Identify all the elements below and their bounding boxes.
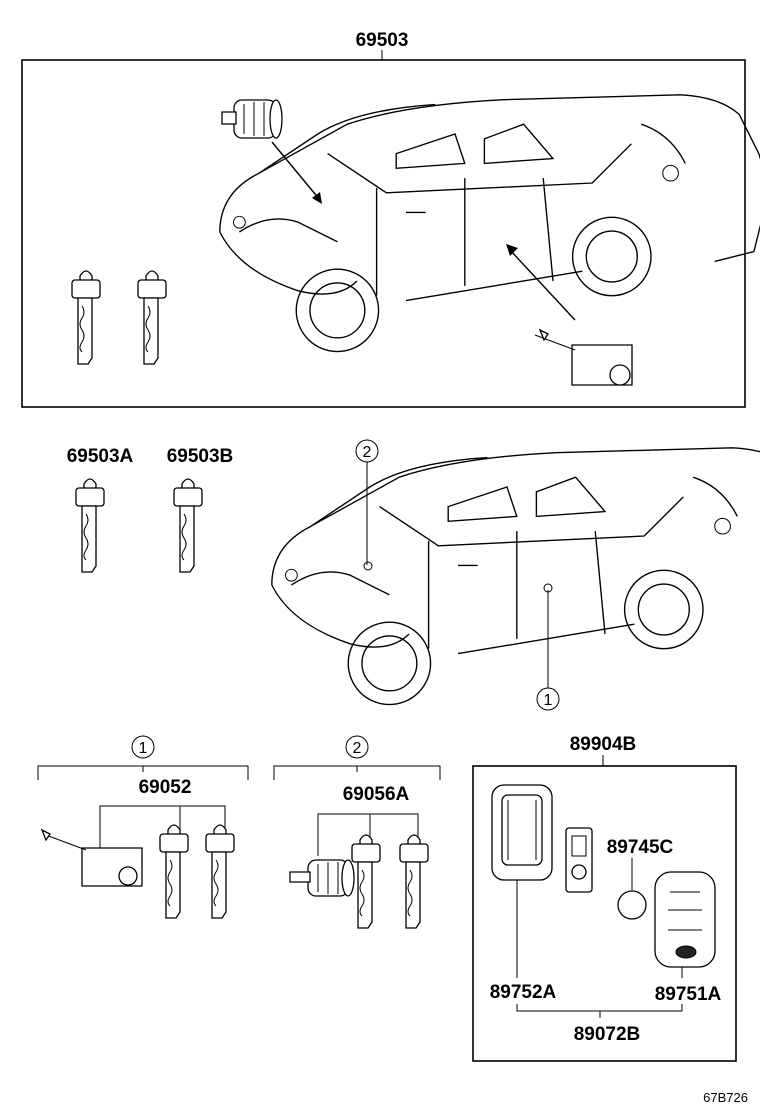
set1-door-cylinder: [40, 828, 143, 887]
callout-2-top-text: 2: [363, 444, 372, 461]
top-key-2: [137, 270, 167, 365]
top-door-cylinder: [534, 328, 633, 386]
set1-key-2: [205, 824, 235, 919]
key-69503B: [173, 478, 203, 573]
set-89904B-frame: [472, 765, 737, 1062]
key-insert: [565, 827, 593, 893]
key-69503A: [75, 478, 105, 573]
label-89752A: 89752A: [490, 982, 557, 1003]
set2-key-2: [399, 834, 429, 929]
label-89751A: 89751A: [655, 984, 722, 1005]
callout-1-set: [131, 735, 155, 759]
label-69503A: 69503A: [67, 446, 134, 467]
callout-2-set: [345, 735, 369, 759]
callout-1-top: [536, 687, 560, 711]
vehicle-top: [219, 94, 760, 353]
label-89072B: 89072B: [574, 1024, 641, 1045]
battery-coin: [617, 890, 647, 920]
vehicle-middle: [271, 447, 760, 706]
ref-code: 67B726: [703, 1090, 748, 1105]
label-89745C: 89745C: [607, 837, 674, 858]
smart-key-case: [491, 784, 553, 881]
label-69052: 69052: [139, 777, 192, 798]
top-cylinder: [221, 99, 283, 139]
set-69503-frame: [21, 59, 746, 408]
label-89904B: 89904B: [570, 734, 637, 755]
set2-cylinder: [289, 859, 355, 897]
label-69503: 69503: [356, 30, 409, 51]
callout-1-top-text: 1: [544, 692, 553, 709]
set1-key-1: [159, 824, 189, 919]
callout-2-set-text: 2: [353, 740, 362, 757]
label-69056A: 69056A: [343, 784, 410, 805]
set2-key-1: [351, 834, 381, 929]
transmitter: [654, 871, 716, 968]
label-69503B: 69503B: [167, 446, 234, 467]
callout-1-set-text: 1: [139, 740, 148, 757]
top-key-1: [71, 270, 101, 365]
